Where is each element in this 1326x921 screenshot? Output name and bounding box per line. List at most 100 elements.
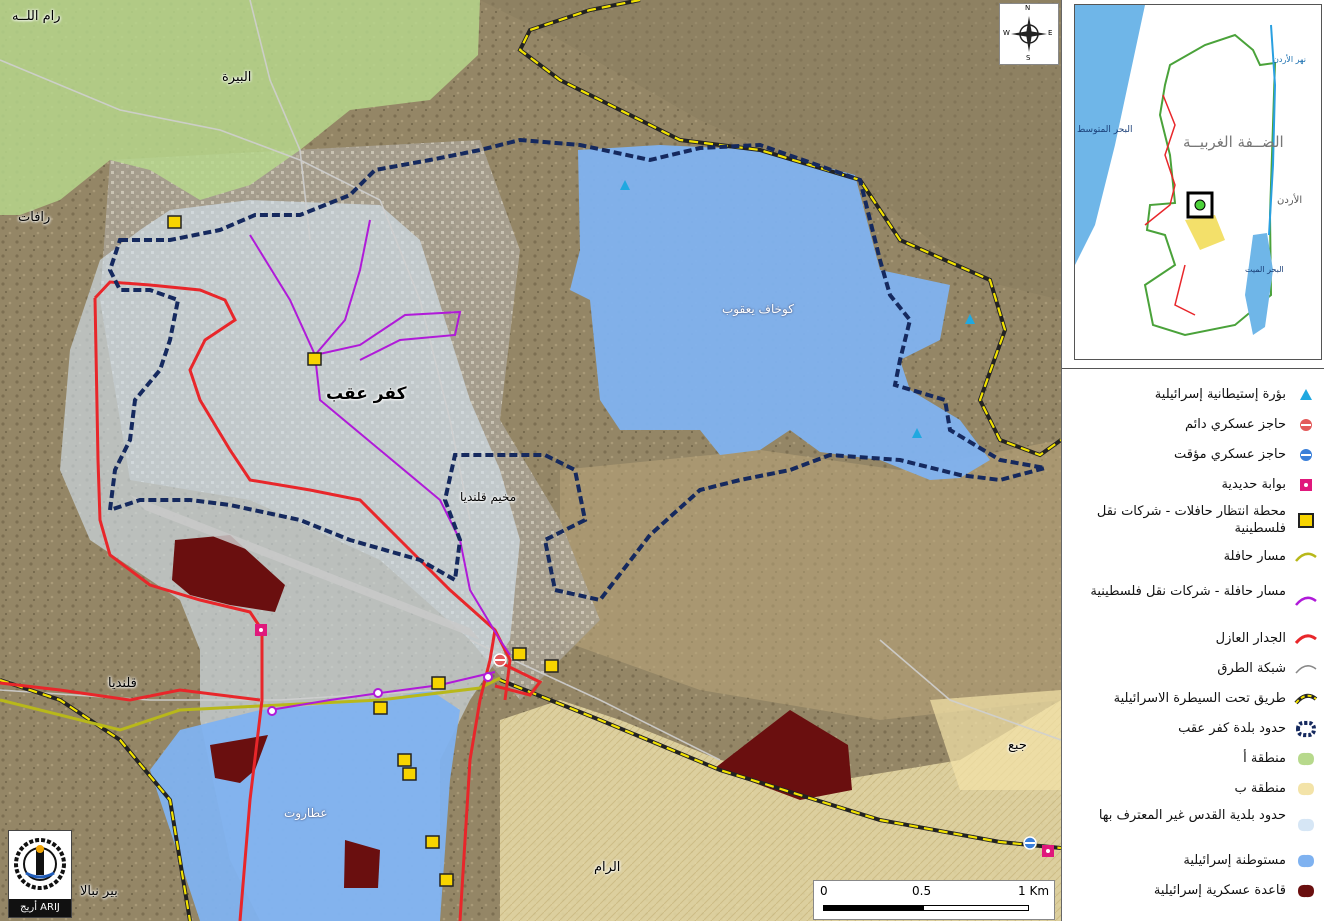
iron-gate-icon: [1294, 475, 1318, 495]
legend-item-permanent-checkpoint: حاجز عسكري دائم: [1184, 417, 1286, 432]
military-base-airport-west: [172, 535, 285, 612]
terrain-light: [560, 440, 1061, 720]
bus-route-line-icon: [1294, 547, 1318, 567]
compass-s: S: [1026, 54, 1031, 62]
scale-half: 0.5: [912, 884, 932, 898]
outpost-icon: [620, 180, 630, 190]
bus-stop-icon: [167, 215, 182, 229]
kafr-aqab-boundary-icon: [1294, 719, 1318, 739]
permanent-checkpoint-icon: [1294, 415, 1318, 435]
area-b-polygon-east: [500, 700, 1061, 921]
legend-item-palestinian-bus-route: مسار حافلة - شركات نقل فلسطينية: [1090, 584, 1286, 599]
outpost-icon: [965, 314, 975, 324]
route-node: [483, 672, 493, 682]
bus-stop-icon: [431, 676, 446, 690]
legend-item-kafr-aqab-boundary: حدود بلدة كفر عقب: [1178, 721, 1286, 736]
legend-item-bus-stop: محطة انتظار حافلات - شركات نقل فلسطينية: [1096, 504, 1286, 536]
outpost-icon: [912, 428, 922, 438]
inset-dead-sea: [1245, 233, 1273, 335]
area-a-swatch-icon: [1294, 749, 1318, 769]
bus-stop-icon: [373, 701, 388, 715]
area-b-polygon-north: [930, 690, 1061, 790]
outposts: [620, 180, 975, 438]
israeli-controlled-road: [0, 0, 1061, 921]
bus-stop-icon: [397, 753, 412, 767]
bus-stops: [167, 215, 559, 887]
bus-stop-icon: [544, 659, 559, 673]
inset-map: الضــفة الغربيــة البحر المتوسط البحر ال…: [1074, 4, 1322, 360]
palestinian-bus-route-line-icon: [1294, 591, 1318, 611]
inset-map-canvas: [1075, 5, 1277, 337]
compass-e: E: [1048, 29, 1053, 37]
military-base-atarot-2: [344, 840, 380, 888]
label-al-bireh: البيرة: [222, 70, 252, 85]
label-qalandiya: قلنديا: [108, 676, 137, 691]
israeli-controlled-road-icon: [1294, 689, 1318, 709]
scale-zero: 0: [820, 884, 828, 898]
bus-stop-icon: [512, 647, 527, 661]
north-arrow: N S E W: [999, 3, 1059, 65]
legend-item-israeli-controlled-road: طريق تحت السيطرة الاسرائيلية: [1113, 691, 1286, 706]
label-atarot: عطاروت: [284, 806, 328, 820]
inset-jordan-river: [1268, 24, 1277, 236]
inset-location-box: [1186, 191, 1214, 219]
bus-stop-icon: [402, 767, 417, 781]
inset-wall: [1144, 94, 1196, 316]
compass-icon: [1011, 16, 1047, 52]
arij-logo-text: أريج ARIJ: [9, 899, 71, 917]
inset-label-mediterranean: البحر المتوسط: [1077, 125, 1133, 135]
outpost-triangle-icon: [1294, 385, 1318, 405]
inset-location-dot: [1194, 199, 1206, 211]
bus-route-line: [0, 676, 501, 732]
scale-segment-black: [823, 905, 923, 911]
legend-item-separation-wall: الجدار العازل: [1215, 631, 1286, 646]
map-canvas: [0, 0, 1061, 921]
label-kochav-yaakov: كوخاف يعقوب: [722, 302, 794, 316]
legend-item-settlement: مستوطنة إسرائيلية: [1183, 853, 1286, 868]
label-bir-nabala: بير نبالا: [80, 884, 118, 899]
legend-item-area-a: منطقة أ: [1243, 751, 1286, 766]
main-map[interactable]: رام اللــه البيرة رافات كفر عقب مخيم قلن…: [0, 0, 1062, 921]
area-a-polygon: [0, 0, 480, 215]
scale-segment-white: [923, 905, 1029, 911]
settlement-kochav-yaakov: [570, 145, 990, 480]
bus-stop-icon: [439, 873, 454, 887]
military-base-swatch-icon: [1294, 881, 1318, 901]
arij-logo: أريج ARIJ: [8, 830, 72, 918]
separation-wall: [0, 280, 543, 921]
legend-item-road-network: شبكة الطرق: [1217, 661, 1286, 676]
legend: بؤرة إستيطانية إسرائيلية حاجز عسكري دائم…: [1062, 368, 1324, 919]
legend-item-iron-gate: بوابة حديدية: [1221, 477, 1286, 492]
airport-runway: [130, 495, 480, 640]
inset-label-dead-sea: البحر الميت: [1245, 265, 1284, 274]
iron-gates: [255, 624, 1054, 857]
inset-label-jordan-river: نهر الأردن: [1273, 55, 1306, 64]
legend-item-area-b: منطقة ب: [1234, 781, 1286, 796]
settlement-swatch-icon: [1294, 851, 1318, 871]
inset-jerusalem-area: [1185, 215, 1225, 250]
legend-item-jerusalem-boundary: حدود بلدية القدس غير المعترف بها: [1098, 808, 1286, 823]
inset-label-jordan: الأردن: [1277, 195, 1303, 206]
arij-emblem-icon: [14, 838, 66, 890]
kafr-aqab-boundary: [107, 137, 1046, 603]
permanent-checkpoint-icon: [493, 653, 507, 667]
scale-bar: 0 0.5 1 Km: [813, 880, 1055, 920]
label-kafr-aqab: كفر عقب: [326, 384, 407, 404]
inset-sea: [1075, 5, 1145, 265]
label-ramallah: رام اللــه: [12, 9, 61, 24]
route-node: [267, 706, 277, 716]
area-b-swatch-icon: [1294, 779, 1318, 799]
bus-stop-icon: [307, 352, 322, 366]
legend-item-bus-route: مسار حافلة: [1223, 549, 1286, 564]
legend-item-military-base: قاعدة عسكرية إسرائيلية: [1153, 883, 1286, 898]
label-jaba: جبع: [1008, 738, 1027, 753]
label-qalandiya-camp: مخيم قلنديا: [460, 490, 517, 504]
inset-label-west-bank: الضــفة الغربيــة: [1183, 133, 1284, 151]
route-node: [373, 688, 383, 698]
bus-stop-icon: [425, 835, 440, 849]
road-network-line-icon: [1294, 659, 1318, 679]
side-panel: الضــفة الغربيــة البحر المتوسط البحر ال…: [1062, 0, 1326, 921]
legend-item-temporary-checkpoint: حاجز عسكري مؤقت: [1173, 447, 1286, 462]
label-ar-ram: الرام: [594, 860, 621, 875]
